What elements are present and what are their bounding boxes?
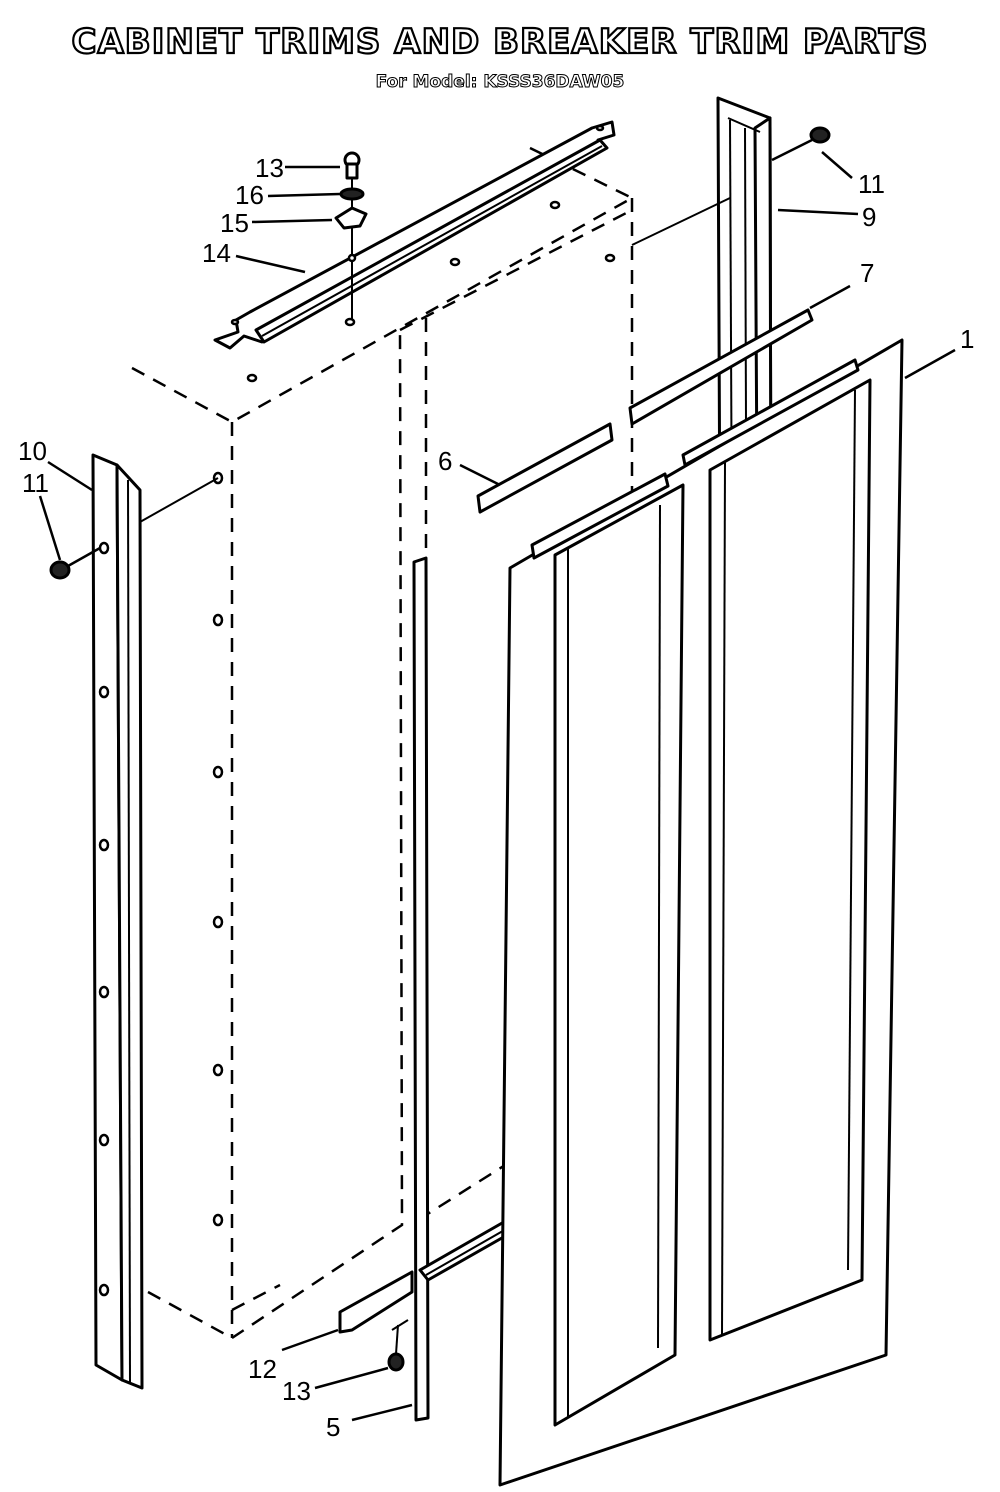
callout-16: 16 bbox=[235, 180, 264, 210]
callout-5: 5 bbox=[326, 1412, 340, 1442]
top-fastener-stack bbox=[334, 151, 368, 320]
callout-13-bottom: 13 bbox=[282, 1376, 311, 1406]
part-7-breaker-strip bbox=[628, 308, 814, 426]
part-11-screw-right bbox=[771, 126, 831, 162]
callout-10: 10 bbox=[18, 436, 47, 466]
callout-13-top: 13 bbox=[255, 153, 284, 183]
diagram-title: CABINET TRIMS AND BREAKER TRIM PARTS bbox=[70, 21, 929, 63]
part-14-top-trim bbox=[213, 120, 616, 350]
callout-7: 7 bbox=[860, 258, 874, 288]
callout-15: 15 bbox=[220, 208, 249, 238]
callout-14: 14 bbox=[202, 238, 231, 268]
part-10-left-trim bbox=[91, 453, 219, 1390]
callout-9: 9 bbox=[862, 202, 876, 232]
callout-12: 12 bbox=[248, 1354, 277, 1384]
part-13-screw-bottom bbox=[387, 1324, 405, 1372]
part-1-frame bbox=[498, 338, 904, 1487]
part-5-vertical-strip bbox=[412, 556, 430, 1422]
callout-6: 6 bbox=[438, 446, 452, 476]
callout-1: 1 bbox=[960, 324, 974, 354]
callout-11-right: 11 bbox=[858, 169, 885, 199]
part-11-screw-left bbox=[49, 546, 101, 580]
model-subtitle: For Model: KSSS36DAW05 bbox=[375, 72, 625, 93]
part-6-breaker-strip bbox=[476, 422, 614, 514]
callout-leaders bbox=[38, 151, 956, 1422]
callout-labels: 13 16 15 14 10 11 11 9 7 1 6 12 13 5 bbox=[18, 153, 974, 1442]
callout-11-left: 11 bbox=[22, 468, 49, 498]
